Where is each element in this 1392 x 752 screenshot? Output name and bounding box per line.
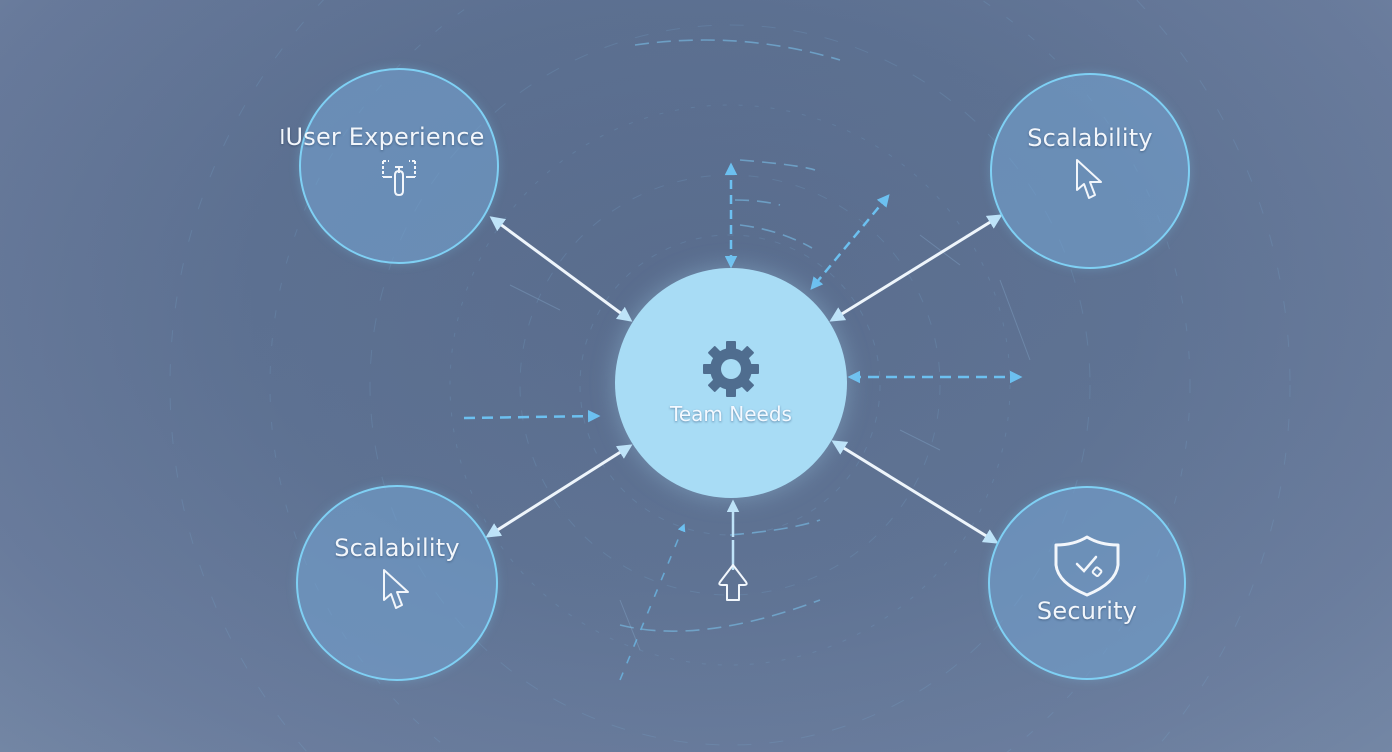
node-scalability-top[interactable]: Scalability [990, 73, 1190, 269]
cursor-arrow-icon [383, 569, 409, 609]
gear-icon [703, 341, 759, 397]
node-security[interactable]: Security [988, 486, 1186, 680]
node-label: Scalability [334, 534, 460, 562]
edge-user-experience [489, 216, 633, 322]
cursor-arrow-icon [1076, 159, 1102, 199]
node-label-prefix: I [279, 125, 286, 149]
node-user-experience[interactable]: I User Experience [279, 68, 499, 264]
node-label: Scalability [1027, 124, 1153, 152]
center-node-team-needs[interactable]: Team Needs [615, 268, 847, 498]
edge-scalability-bottom [485, 444, 633, 538]
shield-check-icon [1054, 535, 1120, 597]
node-scalability-bottom[interactable]: Scalability [296, 485, 498, 681]
touch-pointer-icon [382, 160, 416, 197]
center-label: Team Needs [670, 402, 792, 426]
node-label: Security [1036, 597, 1138, 625]
edge-dashed-left [463, 409, 601, 423]
edge-dashed-diag [810, 194, 890, 290]
node-label: User Experience [285, 123, 485, 151]
edge-security [831, 440, 999, 544]
edge-scalability-top [829, 214, 1003, 322]
